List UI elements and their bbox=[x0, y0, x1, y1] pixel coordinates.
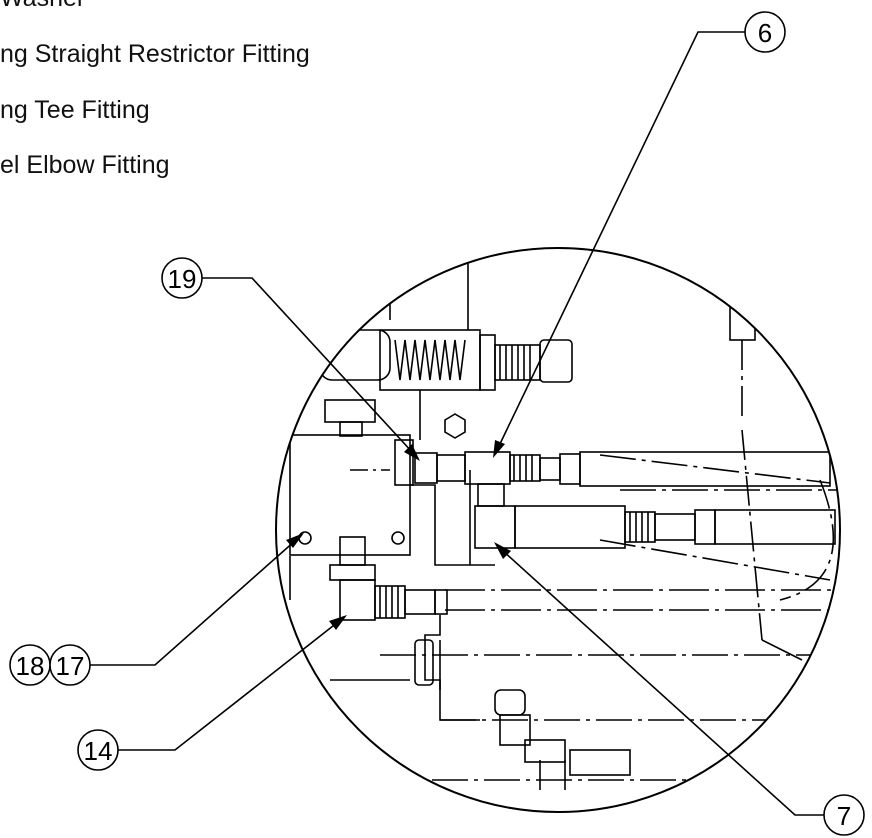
legend-item-washer: Washer bbox=[0, 0, 85, 13]
callout-18-17: 18 17 bbox=[9, 533, 304, 686]
detail-circle bbox=[275, 247, 841, 813]
callout-14-label: 14 bbox=[84, 736, 113, 766]
tee-fitting bbox=[464, 451, 511, 485]
legend-item-straight-restrictor-fitting: ng Straight Restrictor Fitting bbox=[0, 40, 310, 68]
callout-19-label: 19 bbox=[168, 264, 197, 294]
callout-18-label: 18 bbox=[16, 651, 45, 681]
spring-housing bbox=[379, 329, 481, 391]
callout-7: 7 bbox=[494, 542, 865, 836]
hex-nut bbox=[444, 413, 466, 439]
tee-branch bbox=[474, 505, 516, 549]
valve-body bbox=[289, 434, 411, 556]
legend-item-elbow-fitting: el Elbow Fitting bbox=[0, 151, 170, 179]
callout-6-label: 6 bbox=[758, 18, 772, 48]
callout-19: 19 bbox=[161, 257, 420, 461]
assembly-drawing bbox=[289, 248, 840, 790]
callout-7-label: 7 bbox=[837, 801, 851, 831]
callout-14: 14 bbox=[77, 615, 347, 771]
callout-17-label: 17 bbox=[56, 651, 85, 681]
legend-item-tee-fitting: ng Tee Fitting bbox=[0, 96, 150, 124]
callout-6: 6 bbox=[493, 11, 786, 458]
